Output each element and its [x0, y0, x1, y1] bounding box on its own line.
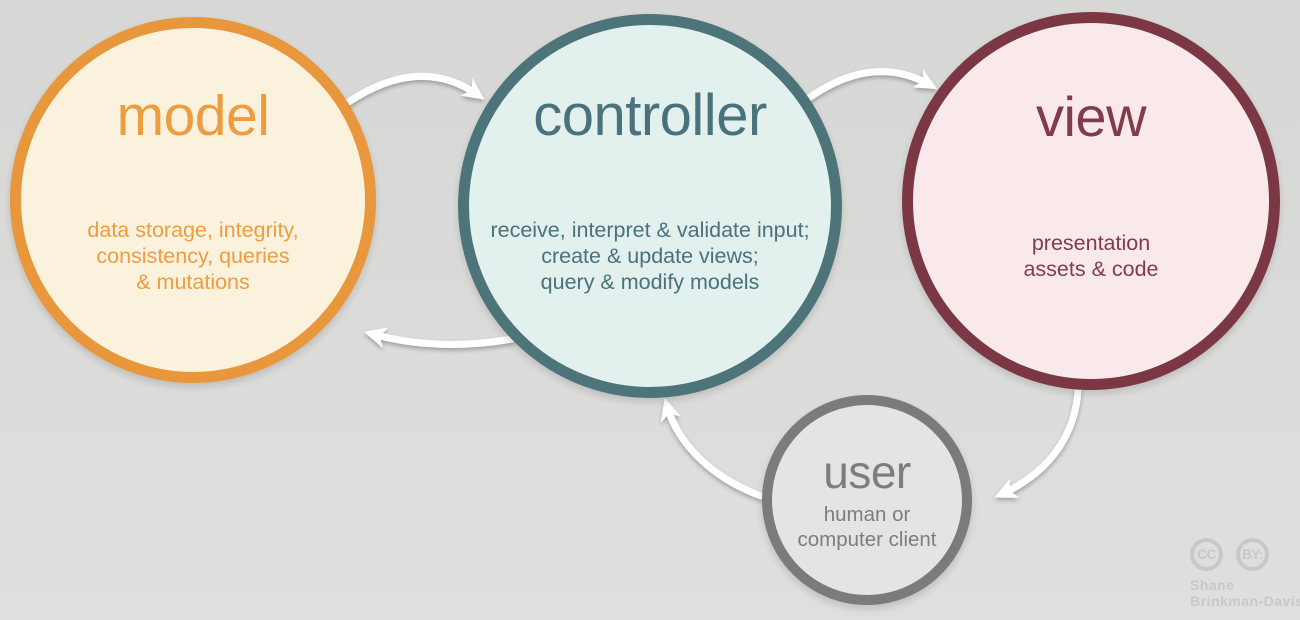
cc-icon: CC — [1190, 538, 1223, 571]
node-view-title: view — [1035, 85, 1147, 148]
description-line: assets & code — [1023, 257, 1159, 281]
node-model: model data storage, integrity, consisten… — [10, 17, 376, 383]
description-line: & mutations — [136, 270, 250, 294]
node-user-title: user — [823, 446, 911, 498]
description-line: consistency, queries — [96, 244, 290, 268]
description-line: presentation — [1031, 231, 1151, 255]
arrow-view-to-user — [994, 385, 1082, 498]
node-user: user human or computer client — [762, 395, 972, 605]
cc-attribution: CC BY: Shane Brinkman-Davis — [1190, 538, 1300, 609]
node-model-description: data storage, integrity, consistency, qu… — [21, 217, 365, 295]
description-line: data storage, integrity, — [87, 218, 299, 242]
node-controller: controller receive, interpret & validate… — [458, 14, 842, 398]
cc-by-icon: BY: — [1236, 538, 1269, 571]
arrow-controller-to-model — [363, 327, 516, 349]
description-line: human or — [823, 503, 911, 526]
description-line: computer client — [797, 528, 937, 551]
description-line: create & update views; — [541, 244, 759, 268]
node-view-description: presentation assets & code — [913, 230, 1269, 282]
author-line: Brinkman-Davis — [1190, 593, 1300, 609]
author-line: Shane — [1190, 577, 1235, 593]
description-line: receive, interpret & validate input; — [490, 218, 810, 242]
arrow-user-to-controller — [660, 397, 765, 500]
arrow-model-to-controller — [343, 72, 485, 107]
description-line: query & modify models — [540, 270, 760, 294]
node-controller-title: controller — [533, 83, 767, 148]
node-model-title: model — [116, 84, 270, 148]
author-name: Shane Brinkman-Davis — [1190, 577, 1300, 609]
arrow-controller-to-view — [802, 68, 938, 104]
node-controller-description: receive, interpret & validate input; cre… — [469, 217, 831, 295]
node-view: view presentation assets & code — [902, 12, 1280, 390]
node-user-description: human or computer client — [772, 502, 962, 552]
